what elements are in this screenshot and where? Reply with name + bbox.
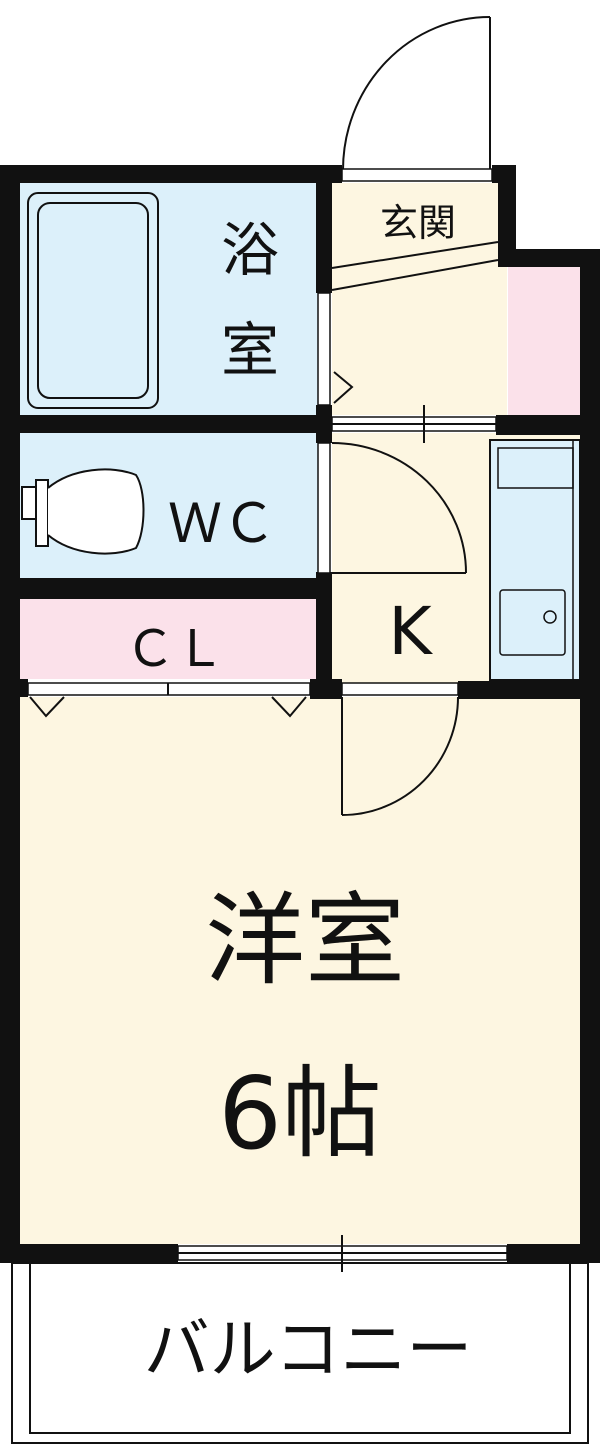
wc-label: ＷＣ (168, 492, 276, 555)
bath-label-line2: 室 (221, 316, 279, 384)
western-room-size: 6帖 (218, 1055, 382, 1172)
closet-area (20, 599, 318, 679)
balcony-label: バルコニー (144, 1311, 473, 1388)
door-swings (29, 241, 507, 1272)
western-room-label: 洋室 (205, 882, 405, 999)
walls (0, 165, 600, 1263)
bath-room (20, 183, 318, 415)
bath-label-line1: 浴 (221, 216, 279, 284)
door-fittings (27, 168, 508, 1261)
entrance-area (332, 183, 507, 415)
closet-label: ＣＬ (125, 620, 225, 678)
western-room (20, 697, 580, 1244)
entrance-label: 玄関 (380, 201, 456, 245)
toilet-icon (21, 468, 145, 555)
kitchen-label: K (388, 593, 433, 670)
entrance-door (342, 16, 491, 171)
shoe-storage (508, 265, 580, 415)
kitchen-sink (489, 439, 581, 681)
bathtub (27, 192, 159, 409)
balcony (11, 1262, 589, 1444)
